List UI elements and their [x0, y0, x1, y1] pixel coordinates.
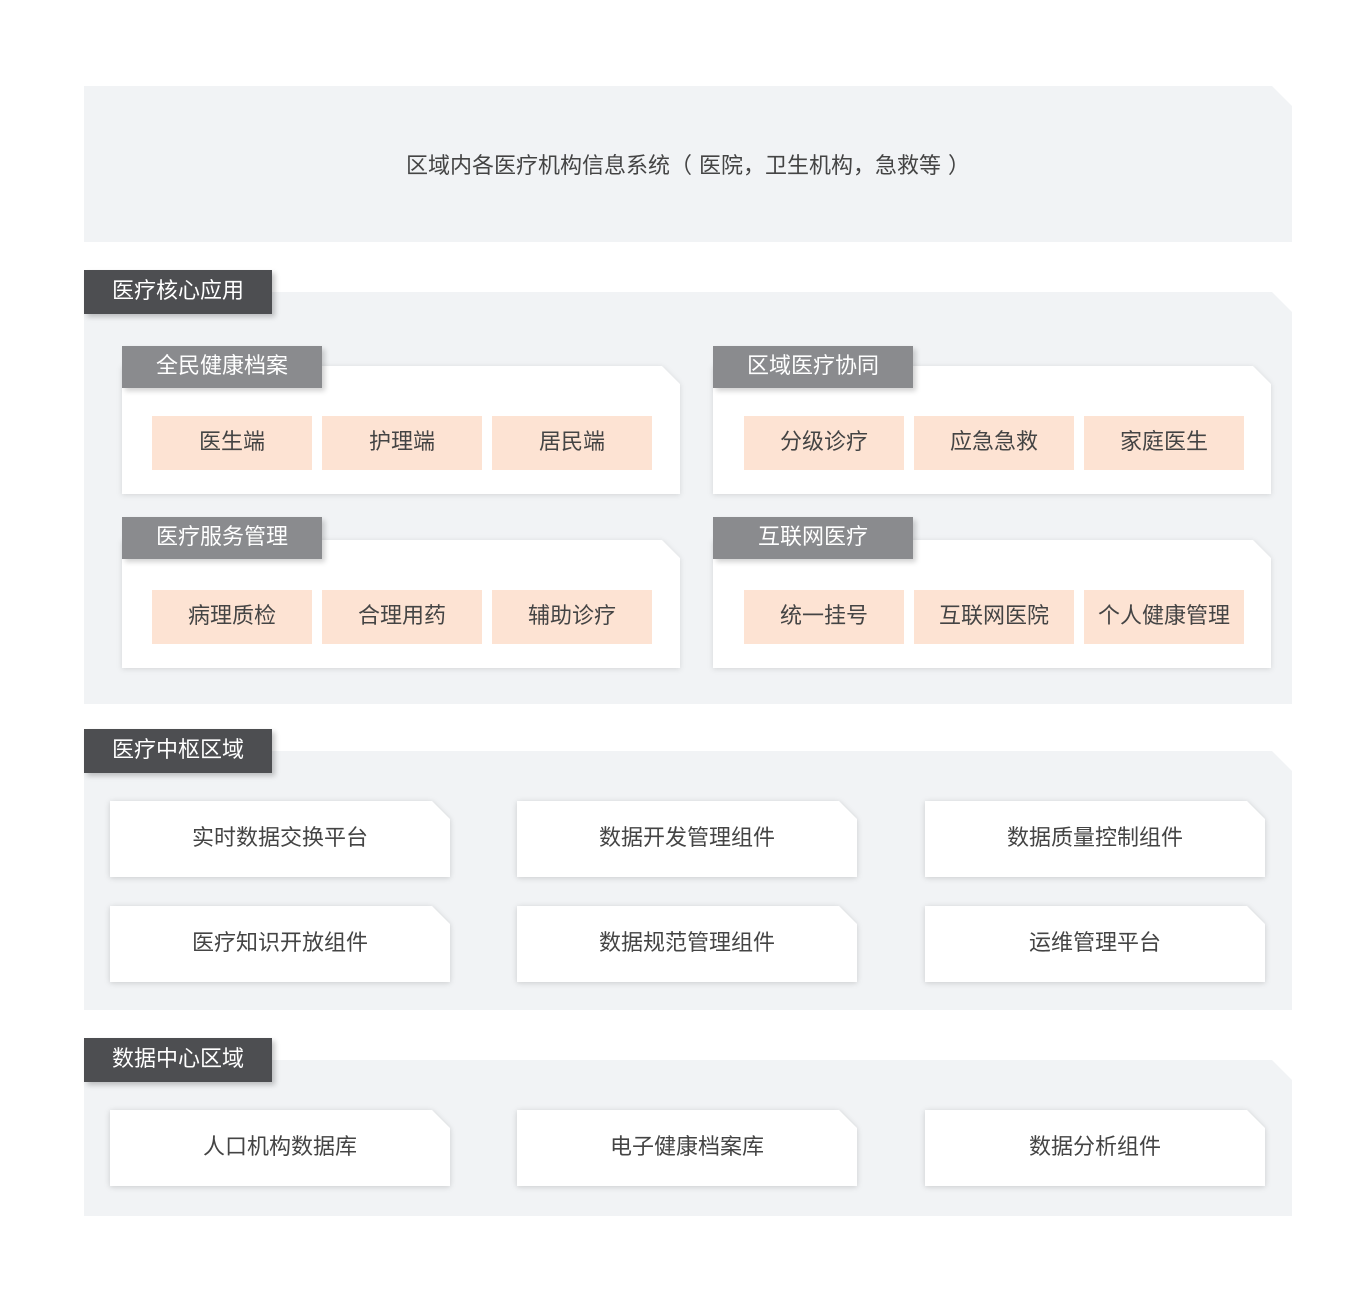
datacenter-card-label: 数据分析组件 [925, 1110, 1265, 1186]
hub-card[interactable]: 数据开发管理组件 [517, 801, 857, 877]
hub-card-label: 数据质量控制组件 [925, 801, 1265, 877]
core-layer-tag: 医疗核心应用 [84, 270, 273, 314]
app-item[interactable]: 居民端 [492, 416, 652, 470]
hub-card-label: 数据开发管理组件 [517, 801, 857, 877]
app-item[interactable]: 互联网医院 [914, 590, 1074, 644]
datacenter-layer-tag: 数据中心区域 [84, 1038, 273, 1082]
app-group-tag: 医疗服务管理 [122, 517, 322, 559]
app-item[interactable]: 应急急救 [914, 416, 1074, 470]
app-item[interactable]: 医生端 [152, 416, 312, 470]
app-group-tag: 区域医疗协同 [713, 346, 913, 388]
app-item[interactable]: 统一挂号 [744, 590, 904, 644]
hub-card-label: 实时数据交换平台 [110, 801, 450, 877]
hub-card[interactable]: 医疗知识开放组件 [110, 906, 450, 982]
app-item[interactable]: 分级诊疗 [744, 416, 904, 470]
top-systems-label: 区域内各医疗机构信息系统（ 医院，卫生机构，急救等 ） [406, 154, 970, 179]
hub-card[interactable]: 实时数据交换平台 [110, 801, 450, 877]
hub-layer-tag: 医疗中枢区域 [84, 729, 273, 773]
datacenter-card-label: 人口机构数据库 [110, 1110, 450, 1186]
app-group-items: 医生端 护理端 居民端 [152, 416, 652, 470]
app-item[interactable]: 家庭医生 [1084, 416, 1244, 470]
hub-card[interactable]: 数据规范管理组件 [517, 906, 857, 982]
app-group-items: 分级诊疗 应急急救 家庭医生 [744, 416, 1244, 470]
top-systems-panel: 区域内各医疗机构信息系统（ 医院，卫生机构，急救等 ） [84, 86, 1292, 242]
app-group-tag: 全民健康档案 [122, 346, 322, 388]
hub-card-label: 运维管理平台 [925, 906, 1265, 982]
datacenter-card[interactable]: 电子健康档案库 [517, 1110, 857, 1186]
app-item[interactable]: 辅助诊疗 [492, 590, 652, 644]
app-group-items: 统一挂号 互联网医院 个人健康管理 [744, 590, 1244, 644]
app-group-tag: 互联网医疗 [713, 517, 913, 559]
app-group-items: 病理质检 合理用药 辅助诊疗 [152, 590, 652, 644]
datacenter-card[interactable]: 人口机构数据库 [110, 1110, 450, 1186]
hub-card[interactable]: 数据质量控制组件 [925, 801, 1265, 877]
app-item[interactable]: 合理用药 [322, 590, 482, 644]
hub-card-label: 数据规范管理组件 [517, 906, 857, 982]
app-item[interactable]: 病理质检 [152, 590, 312, 644]
datacenter-card[interactable]: 数据分析组件 [925, 1110, 1265, 1186]
hub-card[interactable]: 运维管理平台 [925, 906, 1265, 982]
app-item[interactable]: 个人健康管理 [1084, 590, 1244, 644]
app-item[interactable]: 护理端 [322, 416, 482, 470]
hub-card-label: 医疗知识开放组件 [110, 906, 450, 982]
datacenter-card-label: 电子健康档案库 [517, 1110, 857, 1186]
